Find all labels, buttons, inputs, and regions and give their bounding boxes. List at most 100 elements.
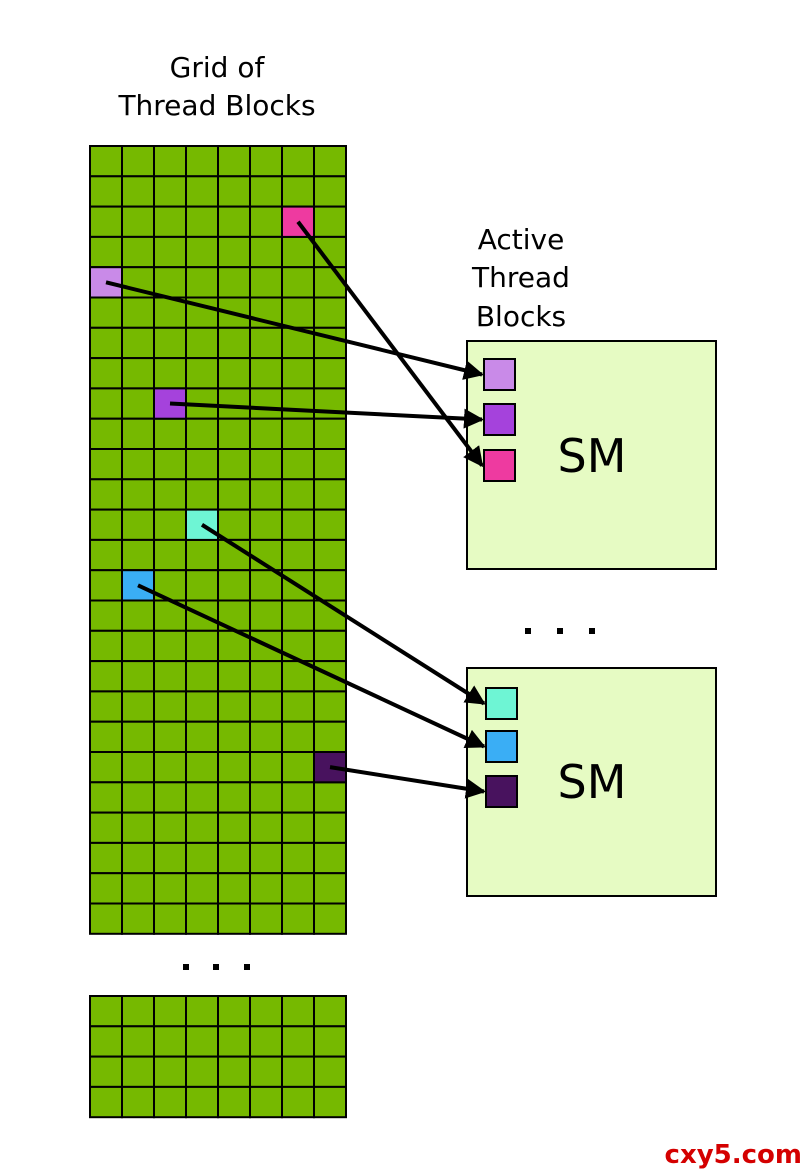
grid-cell (249, 478, 283, 511)
grid-cell (249, 417, 283, 451)
grid-cell (281, 296, 315, 329)
grid-cell (185, 1085, 219, 1119)
grid-cell (121, 629, 155, 663)
grid-cell (313, 417, 347, 451)
grid-cell (153, 448, 187, 481)
grid-cell (121, 751, 155, 784)
arrow-cyan (200, 523, 486, 706)
grid-cell (121, 387, 155, 420)
grid-cell (185, 1025, 219, 1058)
grid-cell (249, 387, 283, 420)
arrow-purple (169, 401, 484, 429)
grid-cell (153, 235, 187, 269)
highlighted-block-pink (281, 205, 315, 238)
grid-cell (153, 205, 187, 238)
grid-cell (121, 296, 155, 329)
grid-cell (217, 448, 251, 481)
grid-cell (217, 751, 251, 784)
grid-cell (121, 508, 155, 541)
dispatch-arrows (105, 220, 486, 799)
grid-cell (153, 1085, 187, 1119)
grid-cell (281, 175, 315, 208)
active-blocks-title-line3: Blocks (476, 300, 566, 333)
sm-slot-cyan (485, 687, 518, 720)
grid-cell (217, 1055, 251, 1088)
grid-cell (313, 811, 347, 844)
grid-cell (89, 326, 123, 360)
grid-cell (89, 1025, 123, 1058)
grid-cell (89, 872, 123, 905)
grid-cell (217, 569, 251, 602)
grid-cell (89, 538, 123, 572)
active-blocks-title-line1: Active (478, 223, 565, 256)
grid-cell (89, 781, 123, 814)
grid-cell (313, 872, 347, 905)
grid-cell (153, 995, 187, 1028)
grid-cell (313, 841, 347, 875)
grid-cell (89, 902, 123, 935)
grid-cell (217, 387, 251, 420)
grid-cell (281, 145, 315, 178)
grid-cell (313, 629, 347, 663)
grid-cell (313, 205, 347, 238)
grid-cell (153, 690, 187, 723)
grid-cell (313, 569, 347, 602)
highlighted-block-blue (121, 569, 155, 602)
grid-cell (313, 781, 347, 814)
grid-cell (185, 326, 219, 360)
grid-cell (121, 995, 155, 1028)
grid-cell (249, 751, 283, 784)
grid-cell (153, 1025, 187, 1058)
grid-cell (185, 751, 219, 784)
grid-cell (89, 629, 123, 663)
grid-cell (281, 235, 315, 269)
grid-cell (313, 448, 347, 481)
grid-cell (121, 1025, 155, 1058)
grid-cell (313, 357, 347, 390)
grid-cell (153, 751, 187, 784)
grid-cell (89, 145, 123, 178)
grid-cell (153, 841, 187, 875)
grid-cell (313, 296, 347, 329)
grid-cell (249, 902, 283, 935)
grid-cell (249, 145, 283, 178)
grid-cell (281, 902, 315, 935)
grid-cell (121, 1055, 155, 1088)
grid-cell (153, 872, 187, 905)
grid-cell (121, 720, 155, 754)
grid-cell (121, 448, 155, 481)
grid-cell (249, 720, 283, 754)
grid-cell (281, 1085, 315, 1119)
grid-cell (121, 660, 155, 693)
grid-cell (121, 690, 155, 723)
grid-cell (185, 175, 219, 208)
grid-cell (313, 902, 347, 935)
grid-title-line1: Grid of (170, 51, 266, 84)
grid-cell (217, 660, 251, 693)
grid-cell (121, 872, 155, 905)
grid-cell (281, 690, 315, 723)
grid-cell (217, 508, 251, 541)
grid-cell (89, 599, 123, 632)
grid-cell (153, 417, 187, 451)
grid-cell (249, 690, 283, 723)
grid-cell (185, 569, 219, 602)
sm-slot-purple (483, 403, 516, 436)
grid-cell (281, 1025, 315, 1058)
grid-cell (281, 266, 315, 299)
grid-cell (281, 1055, 315, 1088)
grid-cell (185, 629, 219, 663)
grid-cell (249, 841, 283, 875)
grid-cell (217, 175, 251, 208)
grid-cell (185, 690, 219, 723)
grid-cell (153, 266, 187, 299)
grid-cell (313, 266, 347, 299)
grid-cell (313, 145, 347, 178)
grid-cell (89, 569, 123, 602)
grid-cell (281, 478, 315, 511)
grid-cell (121, 357, 155, 390)
grid-cell (313, 995, 347, 1028)
grid-cell (153, 175, 187, 208)
grid-cell (217, 720, 251, 754)
grid-cell (89, 751, 123, 784)
